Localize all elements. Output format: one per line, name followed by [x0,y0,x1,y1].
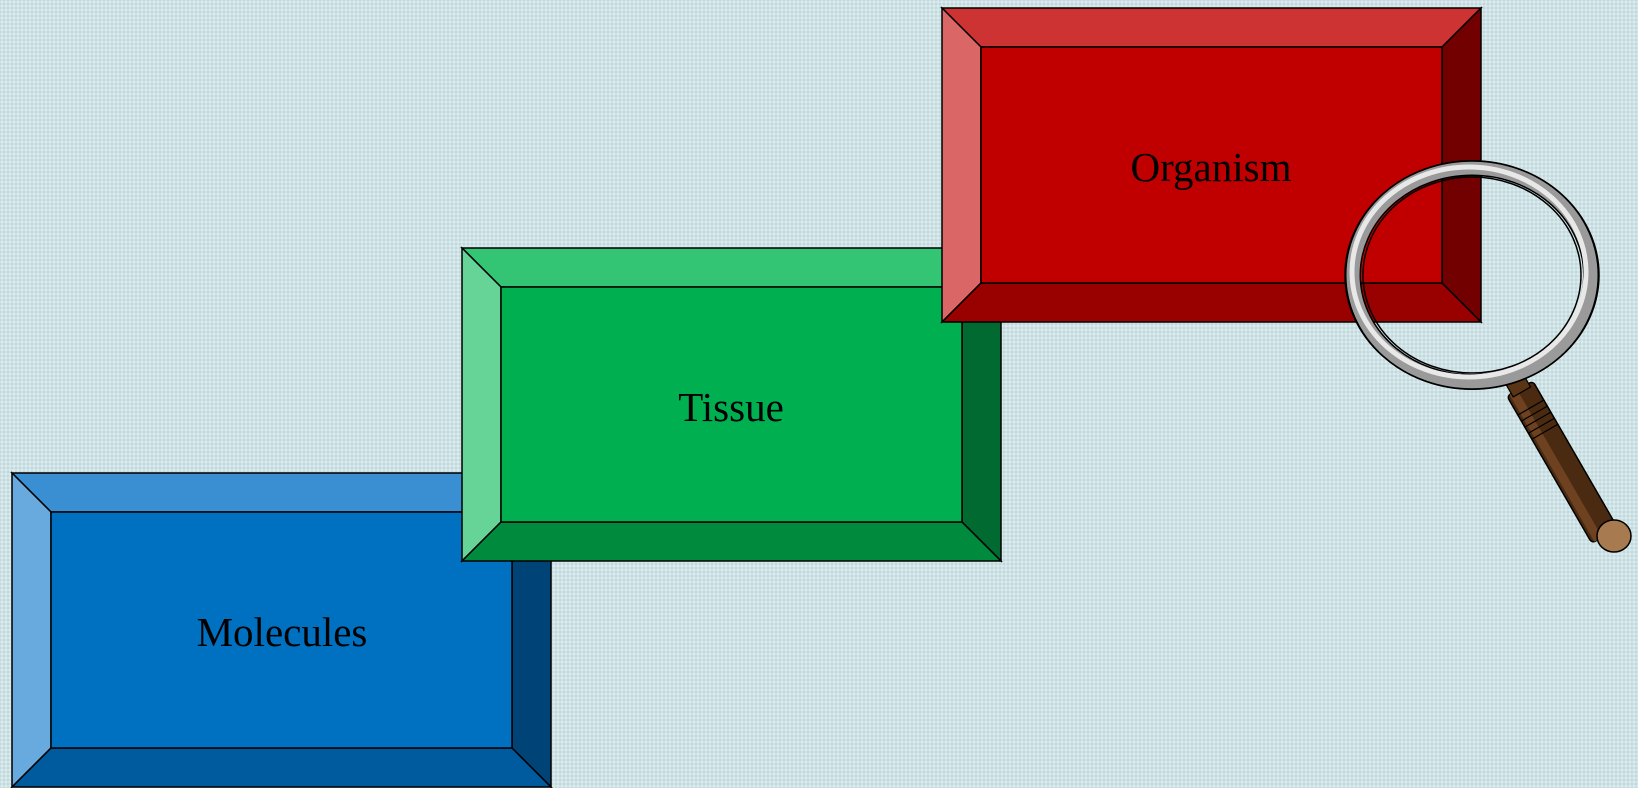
molecules-box-left-bevel [11,471,52,788]
magnifying-glass-icon [1344,160,1632,553]
tissue-box-left-bevel [461,246,502,563]
organism-box: Organism [940,6,1483,324]
molecules-box: Molecules [10,471,553,788]
tissue-box-top-bevel [460,247,1003,288]
tissue-box-face [500,286,963,523]
molecules-box-face [50,511,513,749]
organism-box-top-bevel [940,7,1483,48]
organism-box-left-bevel [941,6,982,324]
organism-label: Organism [1131,144,1292,190]
tissue-box: Tissue [460,246,1003,563]
molecules-label: Molecules [197,609,368,655]
molecules-box-bottom-bevel [10,747,553,788]
tissue-label: Tissue [678,384,784,430]
organism-box-bottom-bevel [940,282,1483,323]
tissue-box-bottom-bevel [460,521,1003,562]
